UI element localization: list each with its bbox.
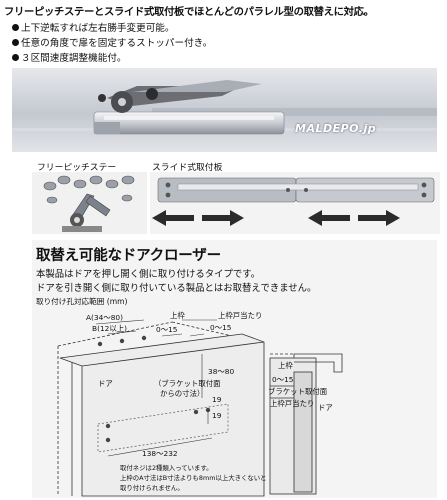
side-frame-hit-label: 上枠戸当たり xyxy=(270,399,314,408)
dim-b-label: B(12以上) xyxy=(92,324,127,333)
dim-19b: 19 xyxy=(212,411,222,420)
bullet-dot-icon xyxy=(12,54,19,61)
free-pitch-stay-illustration xyxy=(32,172,147,234)
side-dim-015: 0〜15 xyxy=(272,375,294,384)
bracket-note-1: （ブラケット取付面 xyxy=(154,379,221,388)
caption-slide-plate: スライド式取付板 xyxy=(152,163,223,173)
caption-free-pitch: フリーピッチステー xyxy=(37,163,117,173)
hole-range-label: 取り付け孔対応範囲 (mm) xyxy=(36,297,128,306)
dim-a-label: A(34〜80) xyxy=(86,313,123,322)
note-3: 取り付けられません。 xyxy=(120,483,184,492)
section-line-1: 本製品はドアを押し開く側に取り付けるタイプです。 xyxy=(36,269,261,280)
top-frame-label: 上枠 xyxy=(170,311,185,320)
watermark-text: MALDEPO.jp xyxy=(295,122,377,135)
frame-hit-label: 上枠戸当たり xyxy=(218,311,262,320)
door-label: ドア xyxy=(98,379,113,388)
section-title: 取替え可能なドアクローザー xyxy=(36,248,221,264)
dim-015-b: 0〜15 xyxy=(210,323,232,332)
installation-diagram: A(34〜80) B(12以上) 上枠 0〜15 上枠戸当たり 0〜15 ドア … xyxy=(57,311,343,497)
section-line-2: ドアを引き開く側に取り付いている製品とはお取替えできません。 xyxy=(36,283,317,294)
side-top-frame-label: 上枠 xyxy=(278,361,293,370)
bullet-item: 上下逆転すれば左右勝手変更可能。 xyxy=(12,20,175,34)
bracket-note-2: からの寸法） xyxy=(160,389,204,398)
bullet-item: 任意の角度で扉を固定するストッパー付き。 xyxy=(12,35,212,49)
note-2: 上枠のA寸法はB寸法よりも8mm以上大きくないと xyxy=(120,473,267,482)
dim-19: 19 xyxy=(212,395,222,404)
bullet-item: ３区間速度調整機能付。 xyxy=(12,50,127,64)
header-title: フリーピッチステーとスライド式取付板でほとんどのパラレル型の取替えに対応。 xyxy=(4,6,374,18)
side-door-label: ドア xyxy=(318,403,333,412)
note-1: 取付ネジは2種類入っています。 xyxy=(120,463,213,472)
dim-015-a: 0〜15 xyxy=(156,325,178,334)
arrow-icon xyxy=(152,210,400,226)
bullet-dot-icon xyxy=(12,24,19,31)
slide-plate-illustration xyxy=(150,172,440,234)
bullet-dot-icon xyxy=(12,39,19,46)
side-bracket-label: ブラケット取付面 xyxy=(268,387,327,396)
dim-138-232: 138〜232 xyxy=(142,449,178,458)
dim-38-80: 38〜80 xyxy=(208,367,234,376)
product-photo xyxy=(12,68,437,152)
